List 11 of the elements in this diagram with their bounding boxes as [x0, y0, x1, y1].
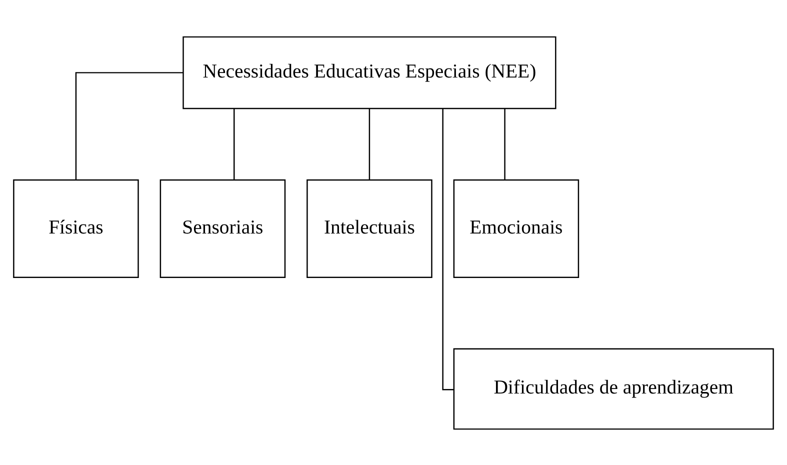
connector [368, 108, 370, 179]
node-box: Necessidades Educativas Especiais (NEE) [182, 36, 556, 109]
node-box: Físicas [13, 178, 139, 278]
node-box: Emocionais [453, 178, 580, 278]
node-box: Intelectuais [306, 178, 432, 278]
node-box: Dificuldades de aprendizagem [453, 348, 774, 430]
connector [75, 72, 184, 180]
connector [442, 108, 454, 390]
connector [234, 108, 235, 179]
node-box: Sensoriais [160, 178, 286, 278]
connector [504, 108, 506, 179]
